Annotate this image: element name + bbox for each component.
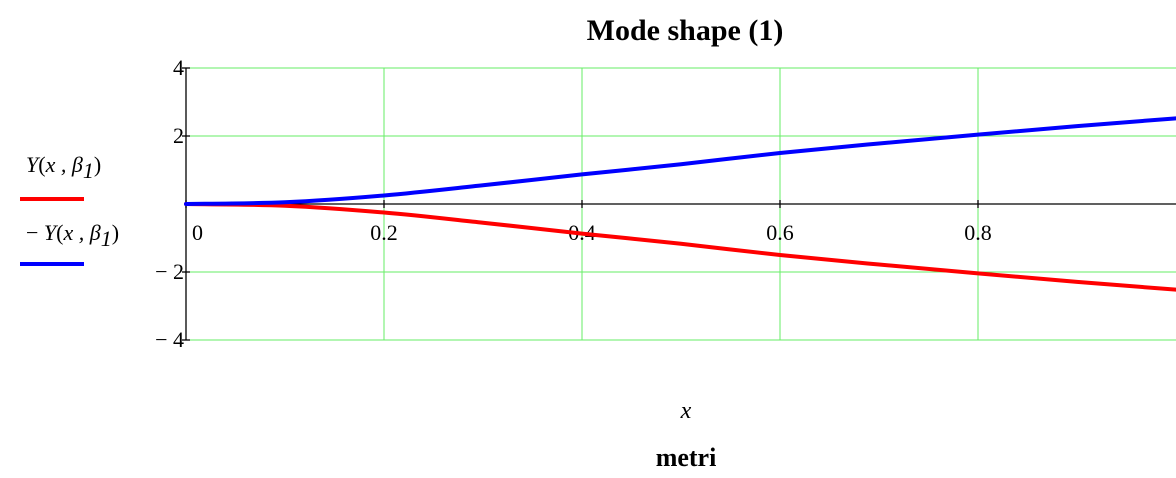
- y-tick-label: 2: [173, 123, 184, 148]
- chart-title: Mode shape (1): [587, 14, 784, 47]
- series-line-1: [184, 202, 1176, 292]
- x-axis-label: x: [680, 398, 692, 424]
- x-tick-label: 0.8: [964, 220, 992, 245]
- axes: [182, 67, 1176, 341]
- y-tick-label: − 4: [155, 327, 184, 352]
- grid: [186, 67, 1176, 341]
- y-tick-label: − 2: [155, 259, 184, 284]
- legend-label-2: − Y(x , β1): [26, 220, 119, 251]
- y-tick-labels: 4 2 − 2 − 4: [155, 55, 184, 352]
- x-tick-label: 0.6: [766, 220, 794, 245]
- x-tick-label: 0: [192, 220, 203, 245]
- legend: Y(x , β1) − Y(x , β1): [20, 152, 119, 266]
- x-tick-label: 0.2: [370, 220, 398, 245]
- legend-label-1: Y(x , β1): [26, 152, 101, 183]
- series-line-2: [184, 116, 1176, 206]
- y-tick-label: 4: [173, 55, 184, 80]
- series-lines: [184, 116, 1176, 292]
- x-axis-unit: metri: [656, 443, 717, 472]
